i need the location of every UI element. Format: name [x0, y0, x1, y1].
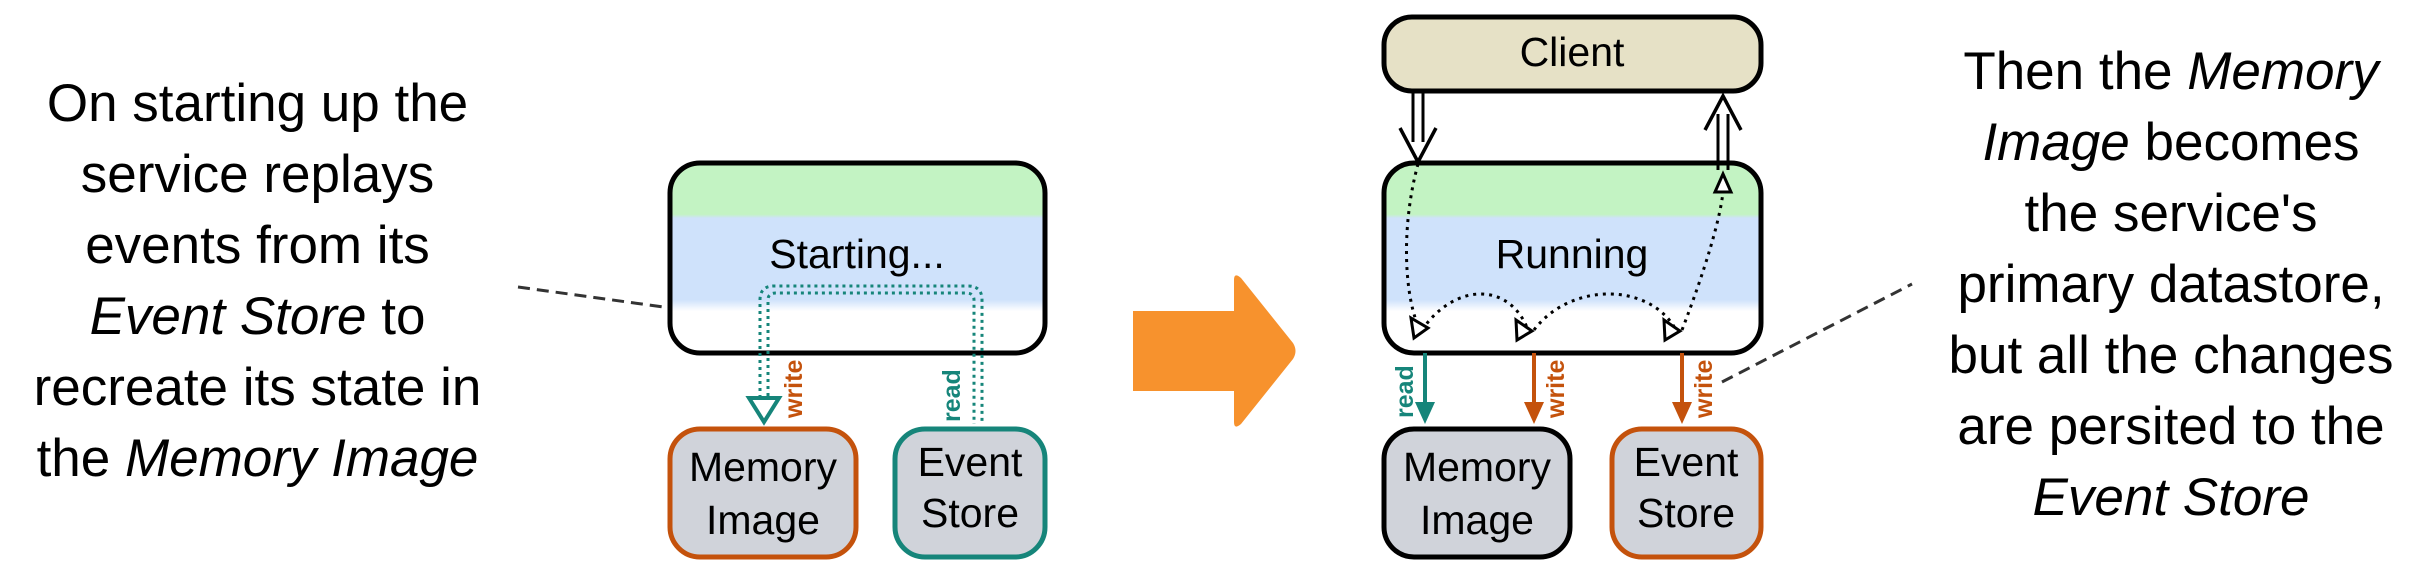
memory-image-store	[1381, 426, 1573, 560]
memory-image-term: Memory Image	[124, 429, 479, 488]
response-arrowhead-icon	[1703, 92, 1743, 131]
right-caption-text: becomes	[2129, 113, 2360, 172]
event-store-term: Event Store	[89, 287, 367, 346]
left-caption-line: events from its	[85, 216, 430, 275]
right-leader-line	[1721, 282, 1913, 384]
memory-image-term: Image	[1982, 113, 2130, 172]
transition-arrow-icon	[1133, 275, 1296, 427]
memory-image-term: Memory	[2187, 42, 2379, 101]
client-label: Client	[1520, 29, 1625, 75]
memory-image-label: Memory	[689, 444, 838, 490]
left-caption-text: to	[366, 287, 426, 346]
memory-image-label: Memory	[1403, 444, 1552, 490]
event-store	[892, 426, 1048, 560]
right-caption-line: Image becomes	[1918, 107, 2424, 178]
event-arrowhead-icon	[1662, 317, 1683, 343]
right-caption-line: Event Store	[1918, 462, 2424, 533]
event-arrowhead-icon	[1409, 315, 1431, 341]
write-arrowhead-icon	[745, 396, 783, 426]
replay-path	[766, 291, 976, 424]
write-arrowhead-icon	[1672, 402, 1692, 424]
memory-image-label: Image	[1420, 497, 1534, 543]
right-caption-line: but all the changes	[1948, 326, 2394, 385]
event-store-term: Event Store	[2032, 468, 2310, 527]
read-arrowhead-icon	[1415, 402, 1435, 424]
running-service-box	[1381, 160, 1764, 356]
right-caption-text: Then the	[1963, 42, 2188, 101]
event-store-label: Event	[1634, 439, 1739, 485]
event-store	[1609, 426, 1764, 560]
event-store-label: Store	[1637, 490, 1735, 536]
memory-image-label: Image	[706, 497, 820, 543]
request-arrowhead-icon	[1398, 127, 1438, 166]
right-caption: Then the Memory Image becomes the servic…	[1918, 36, 2424, 533]
write-label: write	[780, 360, 808, 419]
left-caption-line: service replays	[80, 145, 435, 204]
left-caption: On starting up the service replays event…	[0, 68, 515, 494]
event-flow-path	[1405, 163, 1422, 331]
right-caption-line: the service's	[2024, 184, 2318, 243]
starting-service-label: Starting...	[769, 231, 944, 277]
right-caption-line: primary datastore,	[1957, 255, 2385, 314]
left-caption-line: the Memory Image	[0, 423, 515, 494]
starting-service-box	[667, 160, 1048, 356]
event-store-label: Store	[921, 490, 1019, 536]
right-caption-line: are persited to the	[1957, 397, 2385, 456]
replay-path	[758, 284, 984, 424]
read-label: read	[1391, 365, 1419, 418]
event-flow-path	[1420, 292, 1530, 331]
left-caption-text: the	[36, 429, 125, 488]
event-arrowhead-icon	[1514, 317, 1535, 343]
write-label: write	[1690, 360, 1718, 419]
client-box	[1381, 14, 1764, 94]
memory-image-store	[667, 426, 859, 560]
write-label: write	[1542, 360, 1570, 419]
write-arrowhead-icon	[1524, 402, 1544, 424]
event-store-label: Event	[918, 439, 1023, 485]
left-caption-line: recreate its state in	[33, 358, 482, 417]
running-service-label: Running	[1496, 231, 1649, 277]
left-caption-line: On starting up the	[46, 74, 469, 133]
left-caption-line: Event Store to	[0, 281, 515, 352]
right-caption-line: Then the Memory	[1918, 36, 2424, 107]
read-label: read	[938, 369, 966, 422]
